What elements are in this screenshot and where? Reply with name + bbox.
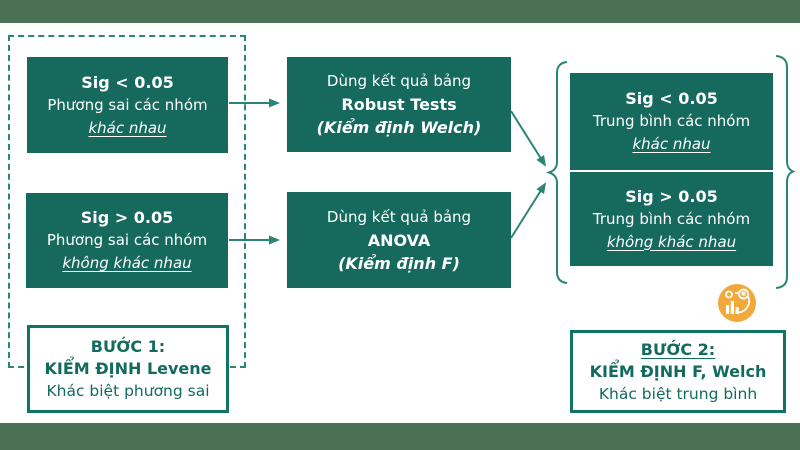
- not-different-label: không khác nhau: [62, 254, 192, 272]
- step1-title: BƯỚC 1:: [90, 337, 166, 356]
- step2-box: BƯỚC 2: KIỂM ĐỊNH F, Welch Khác biệt tru…: [570, 330, 786, 413]
- different-label: khác nhau: [88, 118, 167, 137]
- bar-chart-gear-badge-icon: [718, 284, 756, 322]
- step1-box: BƯỚC 1: KIỂM ĐỊNH Levene Khác biệt phươn…: [27, 325, 229, 413]
- box-variance-equal: Sig > 0.05 Phương sai các nhóm không khá…: [26, 193, 228, 288]
- step1-test-label: KIỂM ĐỊNH Levene: [44, 359, 212, 378]
- sig-value-label: Sig < 0.05: [81, 72, 174, 92]
- anova-label: ANOVA: [367, 230, 431, 250]
- step2-title: BƯỚC 2:: [640, 339, 716, 359]
- different-label: khác nhau: [632, 135, 711, 153]
- means-groups-label: Trung bình các nhóm: [592, 112, 751, 130]
- sig-value-label: Sig > 0.05: [625, 186, 718, 206]
- box-anova: Dùng kết quả bảng ANOVA (Kiểm định F): [287, 192, 511, 288]
- box-means-equal: Sig > 0.05 Trung bình các nhóm không khá…: [570, 172, 773, 266]
- means-groups-label: Trung bình các nhóm: [592, 209, 751, 228]
- welch-test-label: (Kiểm định Welch): [316, 118, 482, 137]
- not-different-label: không khác nhau: [606, 232, 737, 251]
- bottom-divider-bar: [0, 423, 800, 450]
- arrow-anova-to-means: [510, 182, 547, 239]
- box-robust-tests: Dùng kết quả bảng Robust Tests (Kiểm địn…: [287, 57, 511, 152]
- sig-value-label: Sig > 0.05: [80, 208, 174, 227]
- robust-tests-label: Robust Tests: [341, 95, 457, 114]
- top-divider-bar: [0, 0, 800, 23]
- step1-description: Khác biệt phương sai: [46, 382, 210, 400]
- left-brace: [545, 61, 568, 284]
- box-means-different: Sig < 0.05 Trung bình các nhóm khác nhau: [570, 73, 773, 170]
- use-table-label: Dùng kết quả bảng: [326, 207, 472, 226]
- step2-test-label: KIỂM ĐỊNH F, Welch: [589, 361, 767, 381]
- use-table-label: Dùng kết quả bảng: [326, 72, 472, 90]
- right-brace: [775, 55, 796, 289]
- arrow-robust-to-means: [510, 110, 547, 167]
- f-test-label: (Kiểm định F): [338, 253, 460, 273]
- step2-description: Khác biệt trung bình: [598, 384, 758, 403]
- box-variance-different: Sig < 0.05 Phương sai các nhóm khác nhau: [27, 57, 228, 153]
- sig-value-label: Sig < 0.05: [625, 89, 718, 108]
- variance-groups-label: Phương sai các nhóm: [46, 231, 208, 249]
- variance-groups-label: Phương sai các nhóm: [47, 95, 208, 114]
